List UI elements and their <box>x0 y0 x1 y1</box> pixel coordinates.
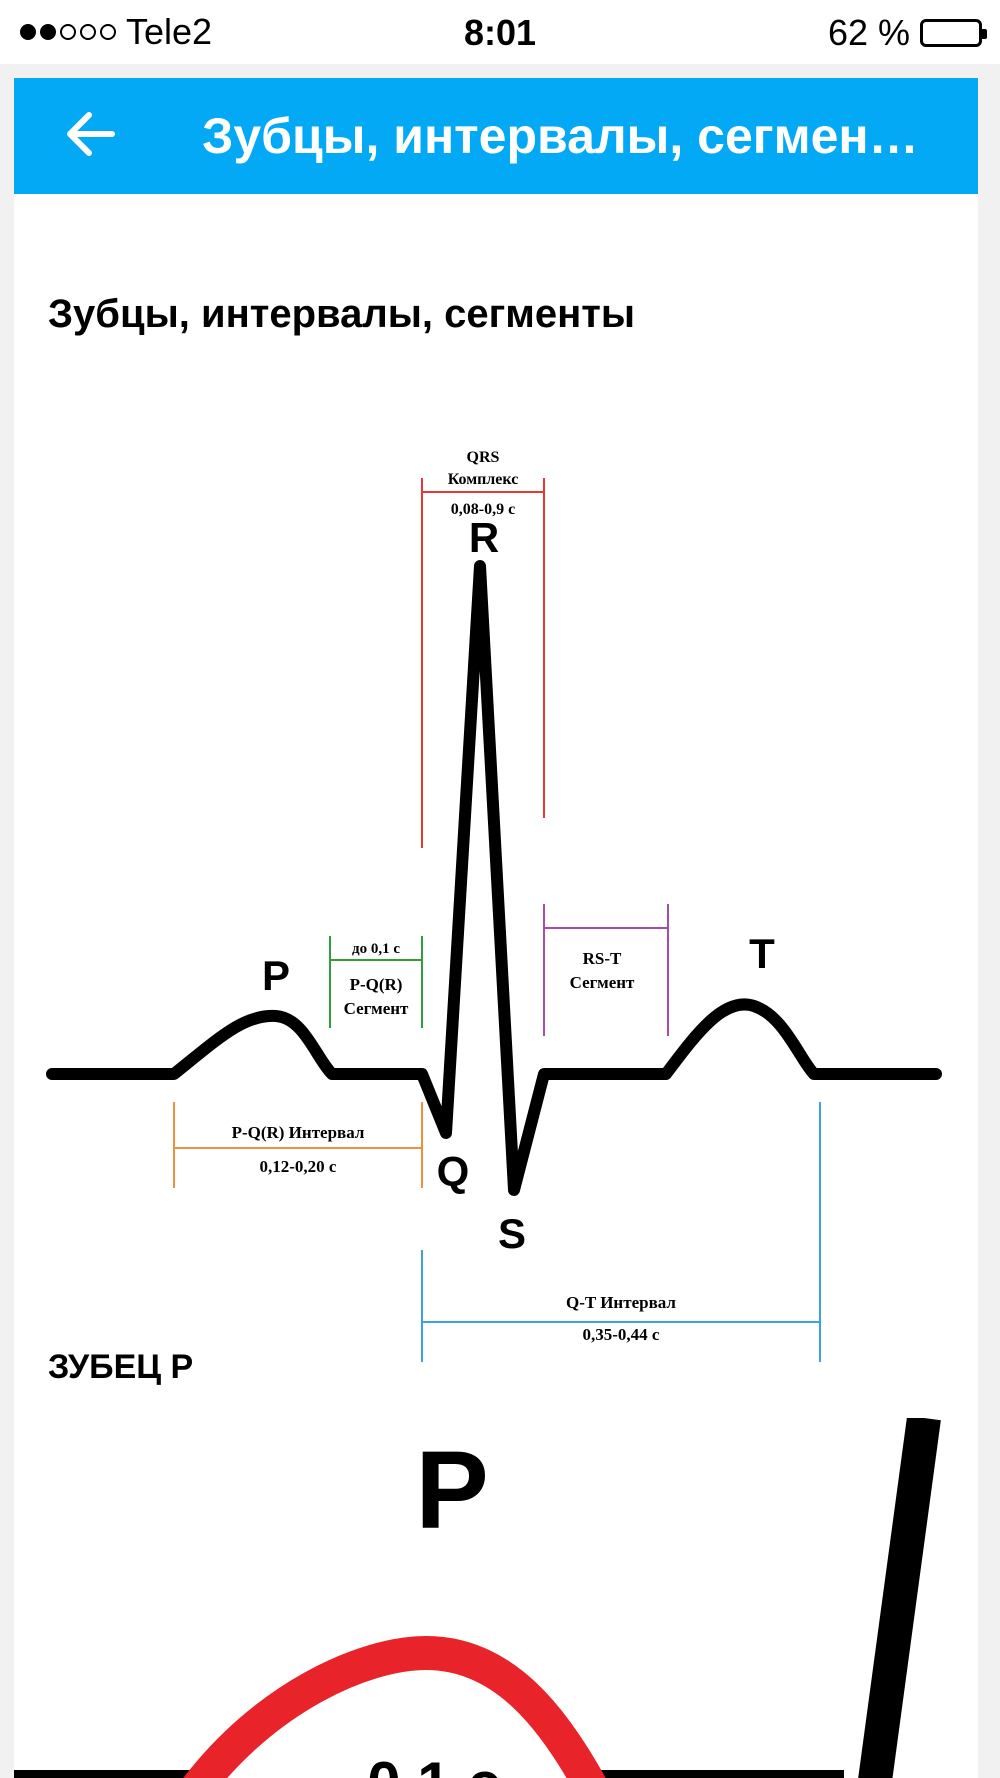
p-wave-label: P <box>262 952 290 999</box>
pq-segment-sublabel: Сегмент <box>344 999 409 1018</box>
qrs-complex-label: Комплекс <box>448 471 519 488</box>
p-wave-curve <box>183 1635 606 1778</box>
signal-indicator: Tele2 <box>20 14 212 50</box>
qt-interval-duration: 0,35-0,44 с <box>583 1325 660 1344</box>
app-bar: Зубцы, интервалы, сегмен… <box>14 78 978 194</box>
t-wave-label: T <box>749 930 775 977</box>
pq-segment-duration: до 0,1 с <box>352 941 400 957</box>
qt-interval-marker <box>421 1102 821 1362</box>
qrs-duration: 0,08-0,9 с <box>451 501 515 518</box>
content-card: Зубцы, интервалы, сегмен… Зубцы, интерва… <box>14 78 978 1778</box>
rst-segment-sublabel: Сегмент <box>570 973 635 992</box>
page-title: Зубцы, интервалы, сегменты <box>48 292 636 336</box>
clock: 8:01 <box>463 12 537 53</box>
pq-interval-duration: 0,12-0,20 с <box>260 1157 337 1176</box>
carrier-name: Tele2 <box>126 11 213 52</box>
ecg-diagram: QRS Комплекс 0,08-0,9 с до 0,1 с P-Q(R) … <box>46 449 942 1362</box>
p-wave-duration: 0,1 с <box>367 1750 500 1778</box>
pq-segment-marker <box>329 936 423 1028</box>
qt-interval-label: Q-T Интервал <box>566 1293 676 1312</box>
pq-interval-label: P-Q(R) Интервал <box>232 1123 365 1142</box>
back-button[interactable] <box>50 94 130 174</box>
qrs-complex-marker <box>421 478 545 848</box>
status-bar: Tele2 8:01 62 % <box>0 0 1000 64</box>
battery-icon <box>920 19 987 47</box>
battery-indicator: 62 % <box>827 12 987 54</box>
r-upstroke-line <box>858 1418 941 1778</box>
signal-strength-icon <box>20 24 116 40</box>
r-wave-label: R <box>469 514 499 561</box>
battery-percent: 62 % <box>827 12 910 53</box>
s-wave-label: S <box>498 1210 526 1257</box>
qrs-label: QRS <box>467 449 500 466</box>
rst-segment-label: RS-T <box>583 949 622 968</box>
app-bar-title: Зубцы, интервалы, сегмен… <box>202 108 919 164</box>
rst-segment-marker <box>543 904 669 1036</box>
arrow-left-icon <box>67 112 115 156</box>
p-wave-detail-letter: P <box>415 1429 488 1552</box>
pq-segment-label: P-Q(R) <box>350 975 403 994</box>
p-wave-detail-diagram: P 0,1 с <box>14 1418 941 1778</box>
section-heading: ЗУБЕЦ Р <box>48 1348 194 1386</box>
pq-interval-marker <box>173 1102 423 1188</box>
q-wave-label: Q <box>437 1148 470 1195</box>
ecg-trace <box>46 560 942 1196</box>
